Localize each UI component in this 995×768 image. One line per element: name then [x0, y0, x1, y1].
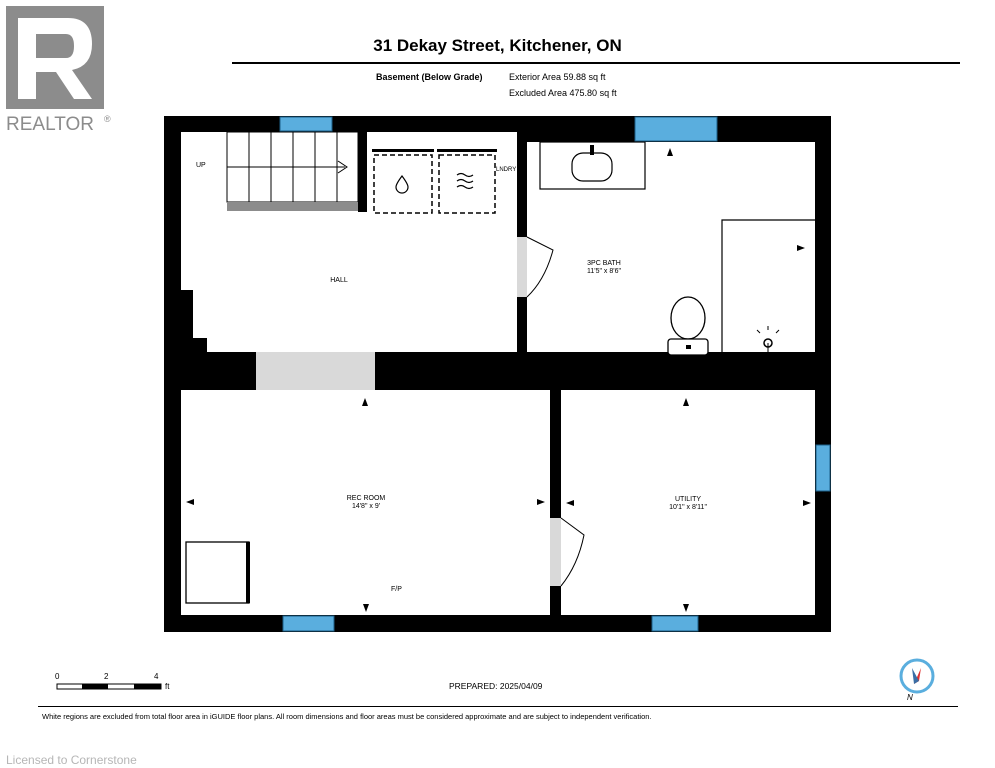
rec-room-dims: 14'8" x 9': [351, 503, 381, 510]
scale-tick-0: 0: [55, 672, 60, 681]
scale-tick-4: 4: [154, 672, 159, 681]
dryer-wave-icon: [456, 172, 474, 190]
bath-door-opening: [517, 237, 527, 297]
compass-icon: [899, 658, 935, 694]
bath-door: [526, 236, 554, 298]
rec-room-name: REC ROOM: [346, 495, 386, 502]
fireplace-label: F/P: [391, 586, 402, 593]
light-rays: [756, 326, 780, 352]
shower-enclosure: [721, 219, 815, 355]
excluded-area: Excluded Area 475.80 sq ft: [509, 88, 617, 98]
bath-name: 3PC BATH: [587, 260, 621, 267]
stair-landing: [227, 202, 358, 211]
level-label: Basement (Below Grade): [376, 72, 483, 82]
windows: [279, 116, 831, 632]
compass-north-label: N: [907, 693, 913, 702]
bath-dims: 11'5" x 8'6": [587, 268, 621, 275]
utility-dims: 10'1" x 8'11": [669, 504, 707, 511]
stairs-up-label: UP: [196, 162, 206, 169]
title-divider: [232, 62, 960, 64]
sink: [571, 152, 613, 182]
scale-bar: [56, 683, 162, 690]
utility-label: UTILITY 10'1" x 8'11": [628, 496, 748, 512]
utility-name: UTILITY: [674, 496, 702, 503]
realtor-logo: REALTOR ®: [6, 6, 116, 136]
page-title: 31 Dekay Street, Kitchener, ON: [373, 36, 622, 55]
stair-wall: [358, 132, 367, 212]
license-watermark: Licensed to Cornerstone: [6, 753, 137, 767]
scale-tick-2: 2: [104, 672, 109, 681]
appliance-box: [185, 541, 250, 604]
disclaimer-text: White regions are excluded from total fl…: [42, 712, 652, 721]
rec-room-label: REC ROOM 14'8" x 9': [306, 495, 426, 511]
footer-divider: [38, 706, 958, 707]
prepared-date: PREPARED: 2025/04/09: [449, 681, 543, 691]
bath-label: 3PC BATH 11'5" x 8'6": [544, 260, 664, 276]
scale-unit: ft: [165, 682, 170, 691]
exterior-area: Exterior Area 59.88 sq ft: [509, 72, 606, 82]
hall-label: HALL: [330, 277, 348, 284]
stairs: [226, 131, 359, 203]
washer-dryer: [373, 154, 496, 214]
interior-walls: [164, 132, 831, 616]
logo-text: REALTOR: [6, 114, 94, 135]
laundry-label: LNDRY: [496, 167, 517, 173]
logo-registered: ®: [104, 114, 111, 124]
hall-opening: [256, 352, 375, 390]
dimension-arrows: [186, 148, 811, 612]
utility-door-opening: [550, 518, 561, 586]
water-icon: [395, 174, 409, 194]
utility-door: [560, 517, 585, 587]
